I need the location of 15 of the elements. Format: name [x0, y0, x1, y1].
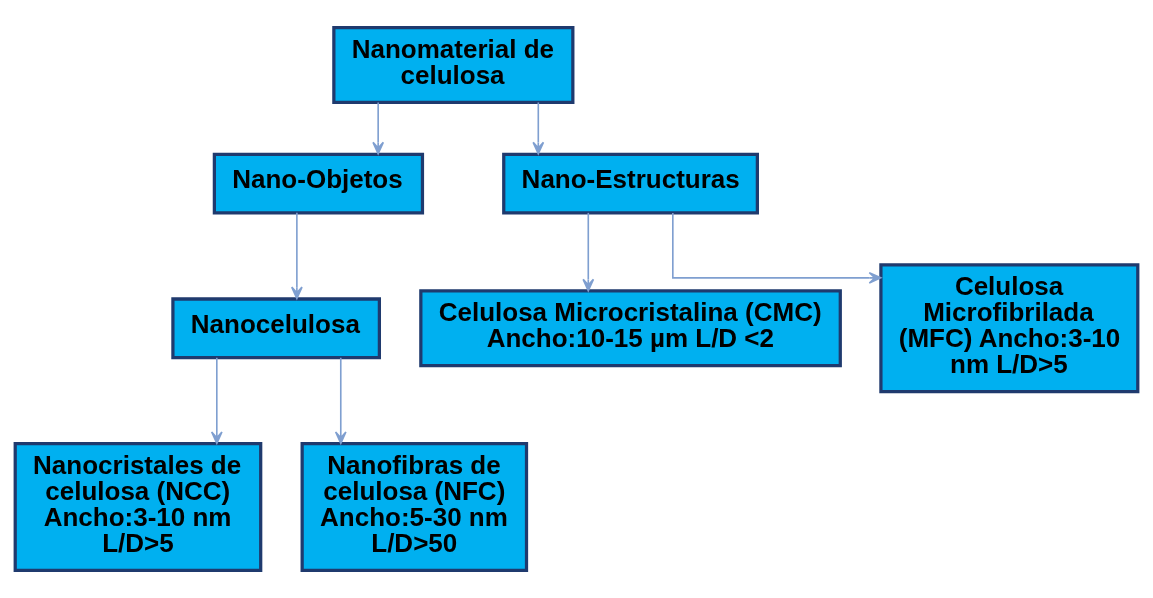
node-box: Celulosa Microcristalina (CMC) Ancho:10-15 µm L/D <2: [419, 289, 842, 368]
node-box: Nanocelulosa: [171, 297, 381, 360]
node-box: Celulosa Microfibrilada (MFC) Ancho:3-10 nm L/D>5: [879, 263, 1140, 394]
node-box: Nano-Objetos: [212, 152, 425, 215]
arrow: [582, 212, 595, 292]
arrow: [334, 356, 347, 445]
node-box: Nano-Estructuras: [502, 152, 759, 215]
arrow: [372, 101, 385, 155]
arrow: [210, 356, 223, 445]
node-box: Nanocristales de celulosa (NCC) Ancho:3-10 nm L/D>5: [13, 442, 263, 573]
node-box: Nanofibras de celulosa (NFC) Ancho:5-30 nm L/D>50: [300, 442, 529, 573]
arrow: [672, 212, 882, 284]
node-box: Nanomaterial de celulosa: [332, 25, 575, 104]
arrow: [290, 212, 303, 300]
arrow: [532, 101, 545, 155]
